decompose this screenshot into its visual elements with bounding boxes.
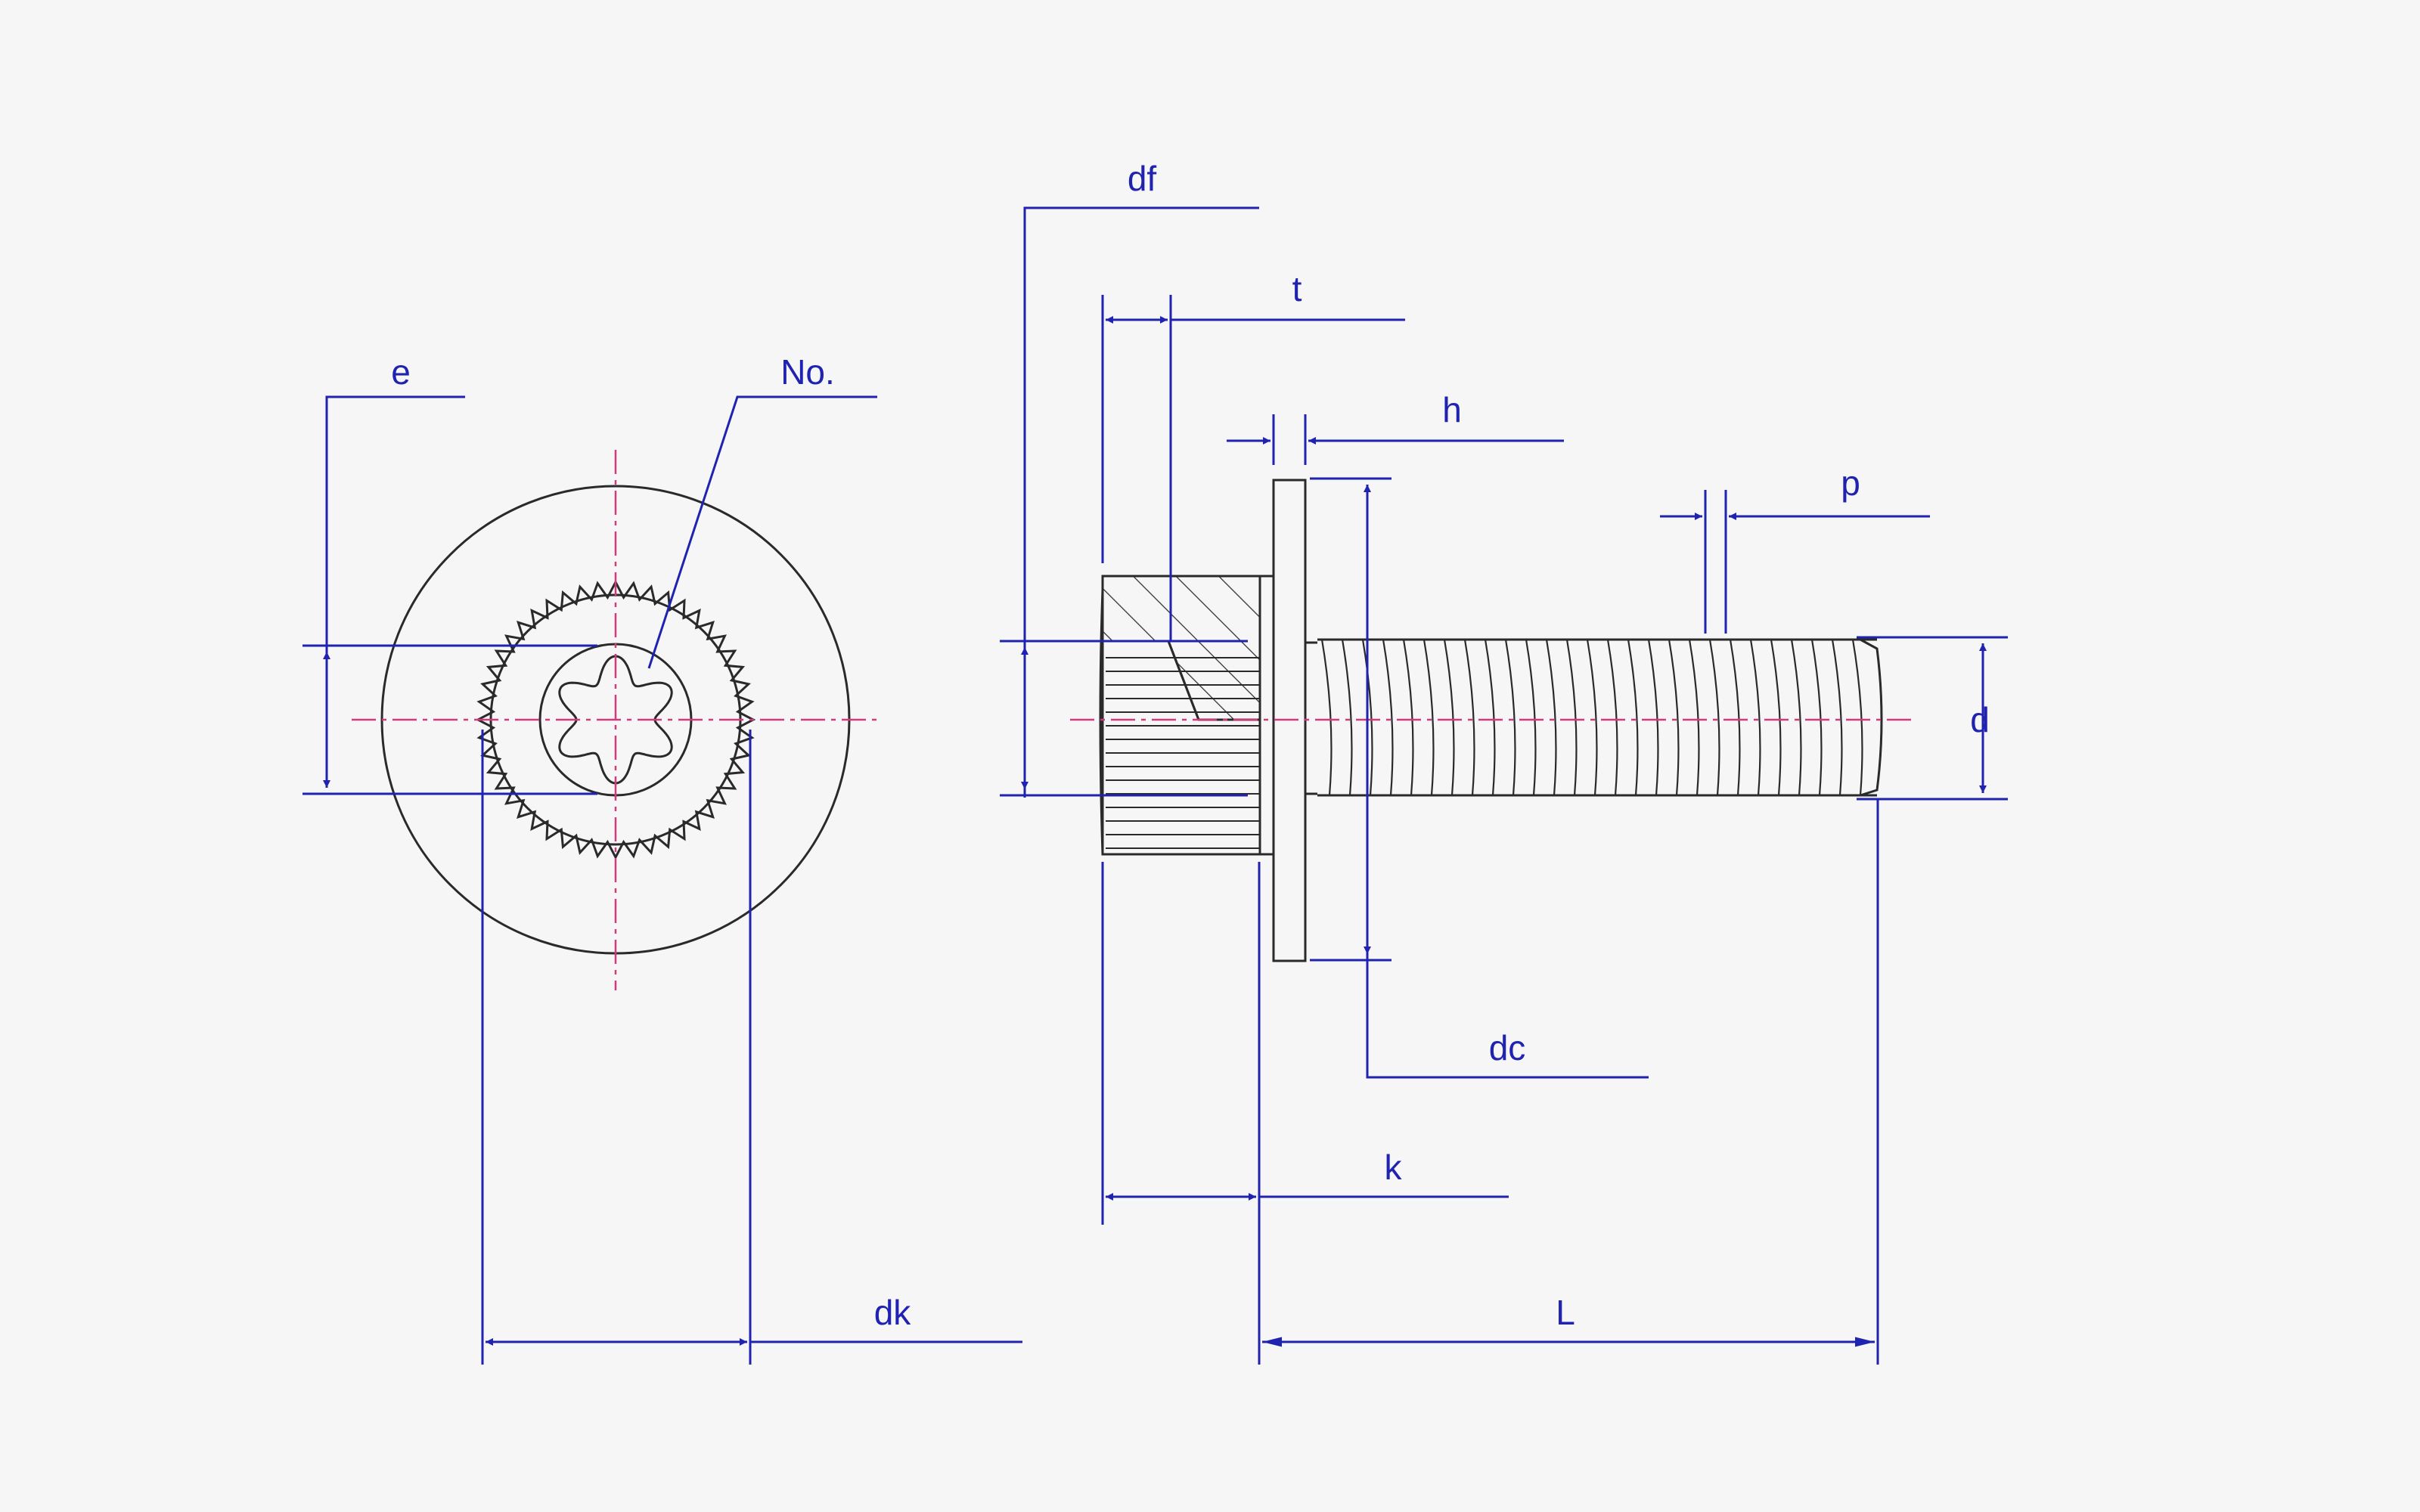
thread-line [1668, 639, 1680, 796]
front-dimensions [302, 395, 1022, 1365]
thread-line [1831, 639, 1843, 796]
thread-line [1749, 639, 1761, 796]
thread-line [1627, 639, 1639, 796]
thread-line [1810, 639, 1823, 796]
thread-line [1484, 639, 1496, 796]
label-df: df [1128, 159, 1157, 198]
front-centerlines [352, 450, 877, 990]
label-t: t [1292, 269, 1302, 308]
thread-line [1341, 639, 1353, 796]
label-d: d [1970, 700, 1990, 739]
serrated-ring [475, 579, 756, 860]
thread-line [1770, 639, 1782, 796]
label-dk: dk [874, 1293, 912, 1332]
thread-line [1545, 639, 1557, 796]
thread-line [1402, 639, 1414, 796]
thread-line [1525, 639, 1537, 796]
thread-tip [1860, 638, 1883, 797]
thread-line [1443, 639, 1455, 796]
thread-line [1586, 639, 1598, 796]
label-dc: dc [1489, 1028, 1526, 1067]
thread-line [1382, 639, 1394, 796]
thread-shank [1317, 638, 1877, 797]
side-dimensions [1000, 206, 2008, 1365]
label-k: k [1385, 1148, 1403, 1187]
label-h: h [1442, 390, 1462, 429]
thread-line [1851, 639, 1863, 796]
thread-line [1688, 639, 1700, 796]
thread-line [1729, 639, 1741, 796]
thread-line [1647, 639, 1659, 796]
thread-line [1790, 639, 1802, 796]
label-no: No. [780, 352, 835, 392]
label-L: L [1556, 1293, 1575, 1332]
screw-head-side [1099, 575, 1274, 856]
label-e: e [391, 352, 411, 392]
thread-line [1504, 639, 1516, 796]
thread-line [1423, 639, 1435, 796]
dimension-labels: e No. df t h p d dc k dk L [391, 159, 1990, 1332]
thread-line [1606, 639, 1618, 796]
thread-line [1463, 639, 1475, 796]
thread-line [1320, 639, 1333, 796]
label-p: p [1841, 463, 1860, 503]
thread-line [1708, 639, 1720, 796]
thread-line [1565, 639, 1578, 796]
under-head-shank [1305, 641, 1317, 795]
